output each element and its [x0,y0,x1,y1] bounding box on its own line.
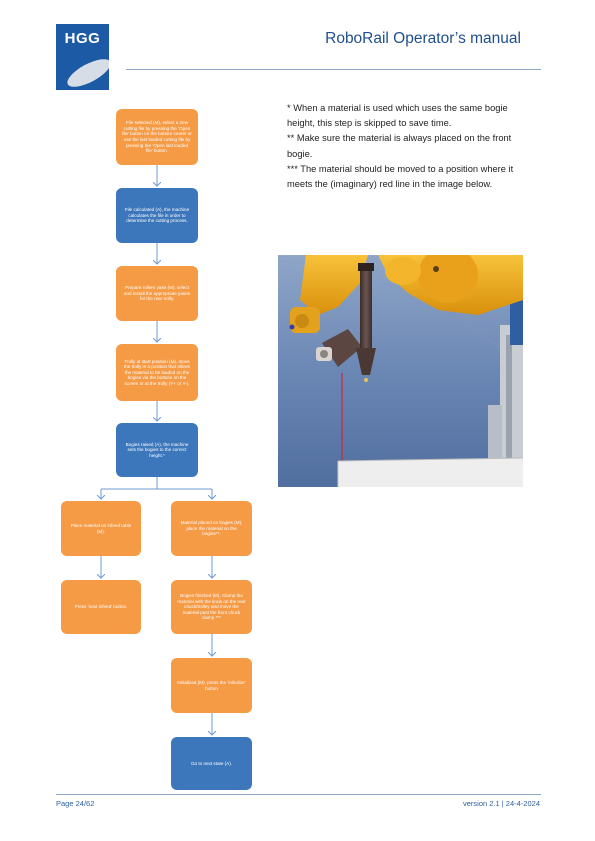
flow-step-prepare-rollers: Prepare rollers yase (M), select and ins… [116,266,198,321]
note-front-bogie: ** Make sure the material is always plac… [287,133,512,159]
flow-step-trolly-start: Trolly at start position (M), move the t… [116,344,198,401]
footer-divider [56,794,541,795]
hgg-logo: HGG [56,24,109,90]
flow-step-bogies-raised: Bogies raised (A), the machine sets the … [116,423,198,477]
flow-step-initialized: Initialized (M), press the ‘initialize’ … [171,658,252,713]
page-number: Page 24/62 [56,799,95,808]
note-bogie-height: * When a material is used which uses the… [287,103,508,129]
flow-step-file-selected: File selected (M), select a new cutting … [116,109,198,165]
notes-block: * When a material is used which uses the… [287,101,522,192]
flow-step-material-placed: Material placed on bogies (M), place the… [171,501,252,556]
robot-illustration [278,255,523,487]
flow-step-bogies-finished: Bogies finished (M), Clamp the material … [171,580,252,634]
flow-step-next-infeed: Press ‘next infeed’ button. [61,580,141,634]
robot-image [278,255,523,487]
flow-step-next-state: Go to next state (A). [171,737,252,790]
page-title: RoboRail Operator’s manual [325,30,521,47]
logo-ellipse-icon [63,53,109,90]
flow-step-place-infeed: Place material on infeed table (M). [61,501,141,556]
logo-text: HGG [64,30,101,47]
note-red-line: *** The material should be moved to a po… [287,163,514,190]
version-label: version 2.1 | 24-4-2024 [463,799,540,808]
header-divider [126,69,541,70]
flow-step-file-calculated: File calculated (A), the machine calcula… [116,188,198,243]
